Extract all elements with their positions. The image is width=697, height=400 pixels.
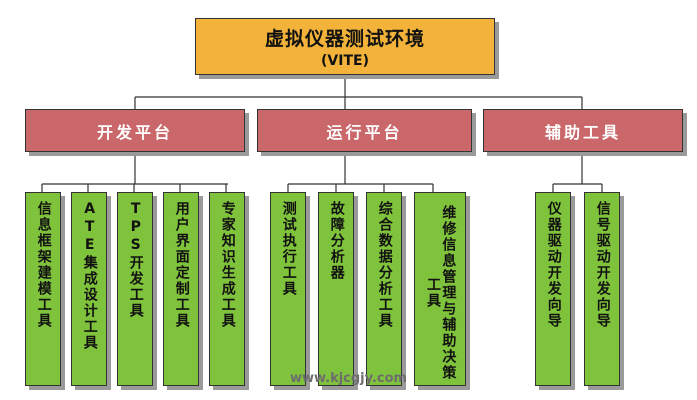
platform-node-aux: 辅助工具	[483, 109, 683, 152]
platform-node-dev: 开发平台	[25, 109, 245, 152]
leaf-node: 专家知识生成工具	[209, 192, 245, 386]
leaf-node: 综合数据分析工具	[366, 192, 402, 386]
root-title: 虚拟仪器测试环境	[264, 28, 425, 50]
leaf-node: 信息框架建模工具	[25, 192, 61, 386]
leaf-node: 信号驱动开发向导	[584, 192, 620, 386]
leaf-node: ATE集成设计工具	[71, 192, 107, 386]
leaf-node: 测试执行工具	[270, 192, 306, 386]
watermark-text: www.kjcgjy.com	[289, 371, 408, 386]
leaf-node: 维修信息管理与辅助决策工具	[414, 192, 466, 386]
leaf-node: TPS开发工具	[117, 192, 153, 386]
leaf-node: 仪器驱动开发向导	[535, 192, 571, 386]
root-node: 虚拟仪器测试环境 (VITE)	[195, 18, 495, 75]
leaf-node: 用户界面定制工具	[163, 192, 199, 386]
root-subtitle: (VITE)	[321, 53, 369, 69]
platform-node-run: 运行平台	[257, 109, 472, 152]
leaf-node: 故障分析器	[318, 192, 354, 386]
